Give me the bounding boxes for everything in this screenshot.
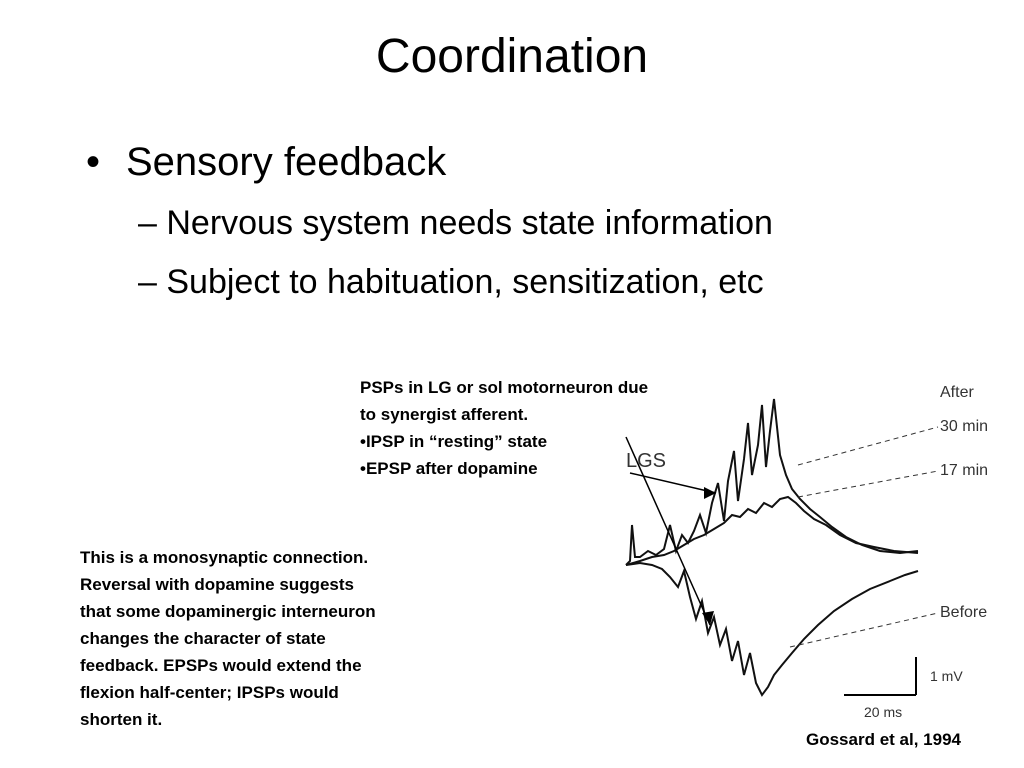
label-scale-voltage: 1 mV — [930, 668, 963, 684]
leader-30min — [797, 426, 939, 466]
subbullet-state-information: – Nervous system needs state information — [138, 204, 773, 242]
label-30min: 30 min — [940, 418, 988, 435]
bullet-marker: • — [86, 140, 101, 184]
slide-title: Coordination — [375, 30, 649, 83]
note-line: Reversal with dopamine suggests — [80, 575, 354, 594]
note-line: that some dopaminergic interneuron — [80, 602, 376, 621]
caption-line: •IPSP in “resting” state — [360, 432, 548, 451]
caption-line: to synergist afferent. — [360, 405, 529, 424]
arrow-head-icon — [702, 611, 714, 625]
caption-line: PSPs in LG or sol motorneuron due — [360, 378, 649, 397]
label-before: Before — [940, 604, 987, 621]
citation: Gossard et al, 1994 — [806, 730, 961, 749]
note-line: This is a monosynaptic connection. — [80, 548, 369, 567]
label-lgs: LGS — [626, 450, 666, 472]
trace-after-30min — [625, 398, 919, 566]
label-17min: 17 min — [940, 462, 988, 479]
bullet-text: Sensory feedback — [126, 140, 447, 184]
arrow-head-icon — [704, 487, 716, 499]
psp-trace-figure: LGS After 30 min 17 min Before 1 mV 20 m… — [625, 384, 988, 720]
explanation-note: This is a monosynaptic connection. Rever… — [80, 544, 376, 733]
subbullet-habituation: – Subject to habituation, sensitization,… — [138, 263, 764, 301]
figure-caption: PSPs in LG or sol motorneuron due to syn… — [360, 374, 648, 482]
note-line: shorten it. — [80, 710, 163, 729]
bullet-sensory-feedback: • Sensory feedback — [86, 138, 446, 186]
note-line: flexion half-center; IPSPs would — [80, 683, 339, 702]
note-line: feedback. EPSPs would extend the — [80, 656, 362, 675]
label-scale-time: 20 ms — [864, 704, 902, 720]
caption-line: •EPSP after dopamine — [360, 459, 538, 478]
note-line: changes the character of state — [80, 629, 326, 648]
leader-before — [789, 612, 939, 648]
leader-17min — [797, 470, 939, 498]
arrow-ipsp — [625, 436, 711, 626]
trace-17min — [625, 495, 919, 566]
label-after: After — [940, 384, 974, 401]
trace-before — [625, 561, 919, 697]
